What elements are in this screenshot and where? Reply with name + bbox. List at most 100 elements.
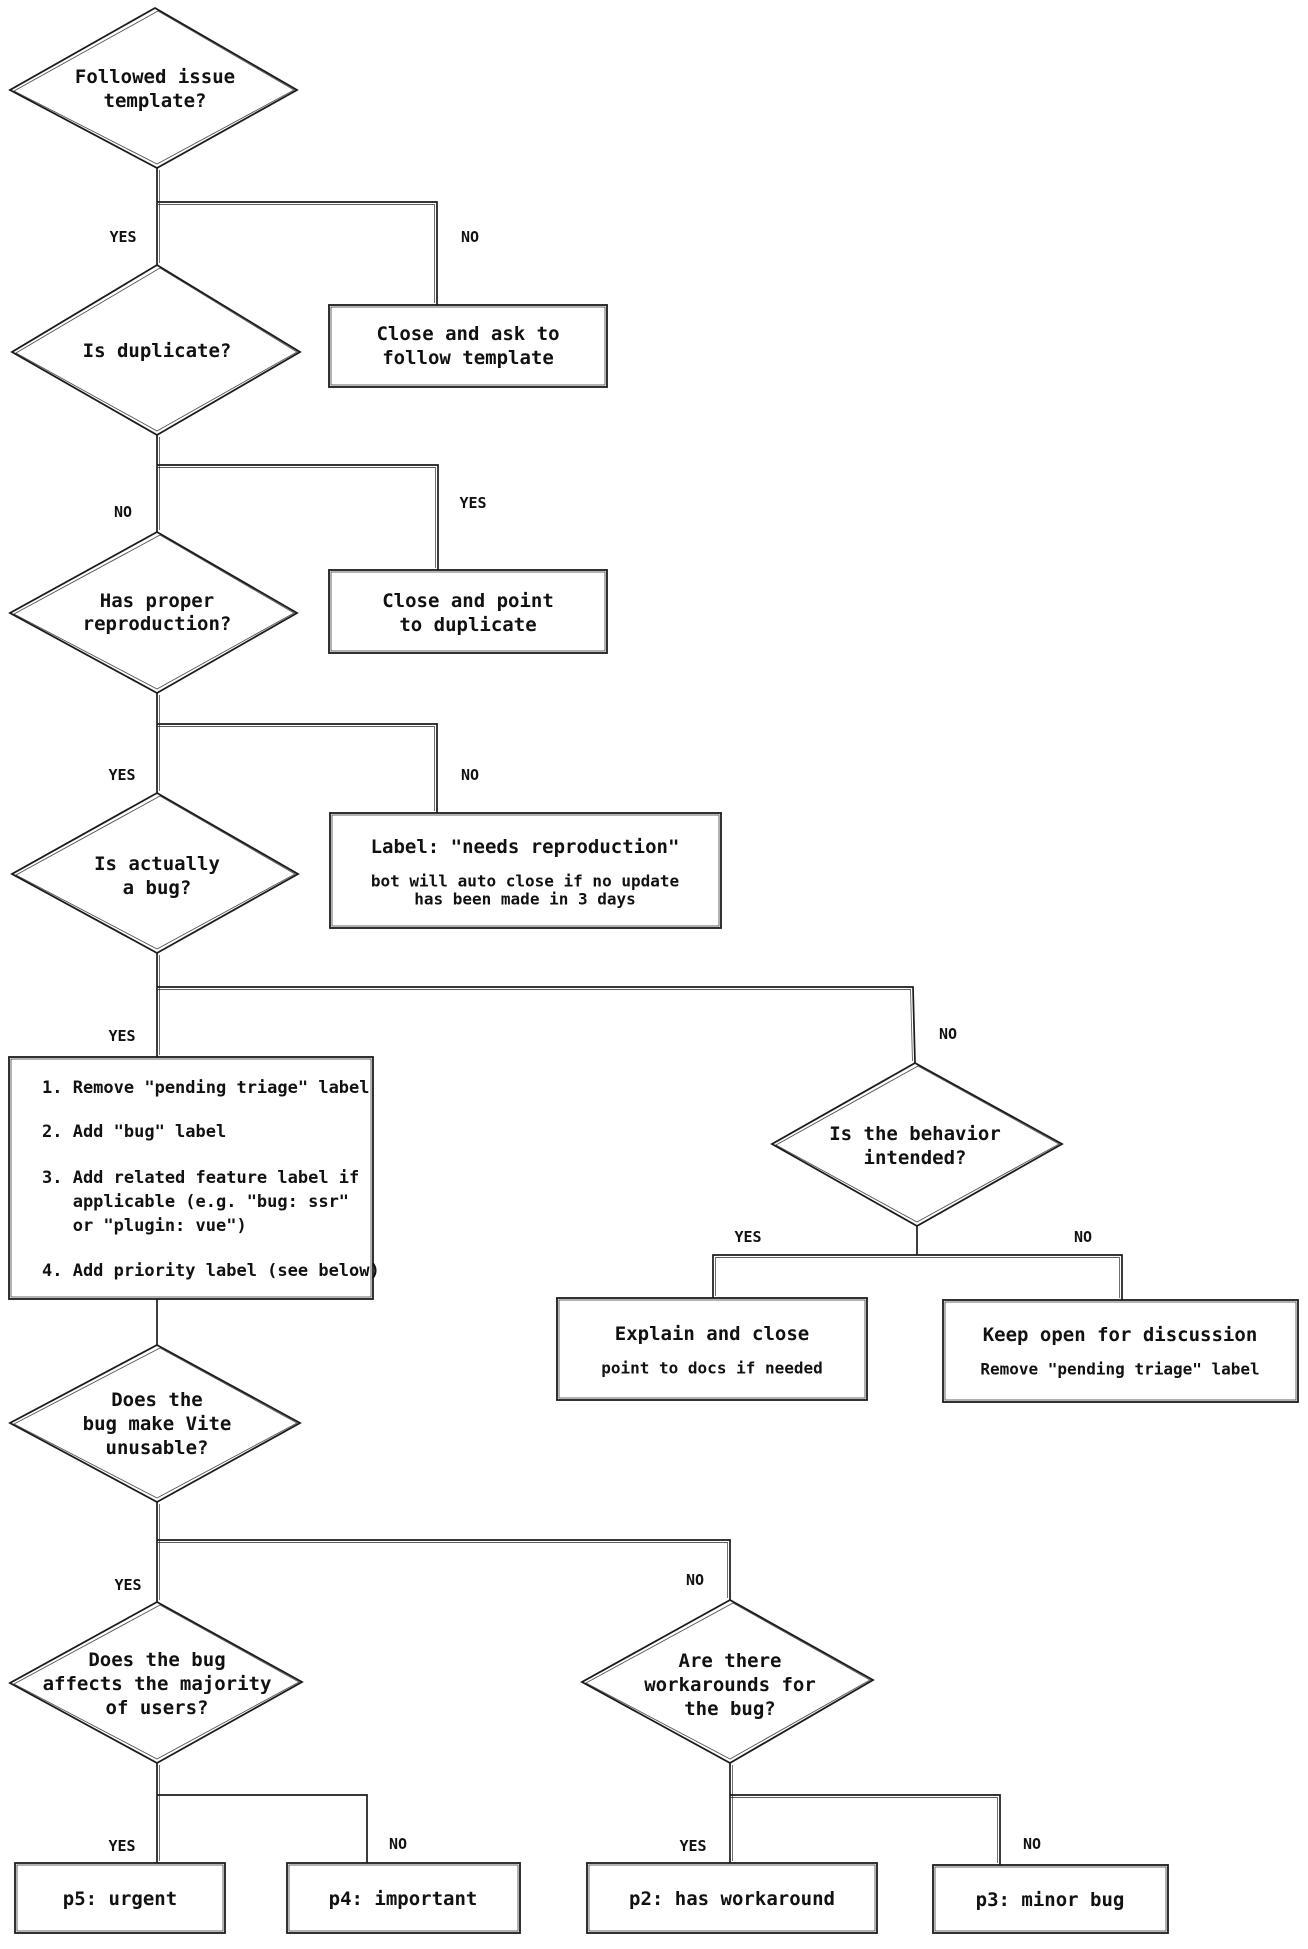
- diamond-shape: [8, 1343, 302, 1504]
- process-text: to duplicate: [399, 614, 536, 636]
- box-sketch-outline: [944, 1301, 1297, 1401]
- process-keep-open-discussion: Keep open for discussion Remove "pending…: [942, 1299, 1299, 1403]
- decision-text: workarounds for: [644, 1674, 816, 1696]
- decision-is-actually-bug: Is actually a bug?: [10, 791, 300, 955]
- connector-line: [158, 204, 435, 303]
- connector-line: [157, 1794, 368, 1863]
- process-subtext: point to docs if needed: [601, 1359, 823, 1378]
- decision-text: a bug?: [123, 877, 192, 899]
- process-subtext: bot will auto close if no update: [371, 872, 679, 891]
- priority-label: p3: minor bug: [976, 1889, 1125, 1911]
- process-title: Keep open for discussion: [983, 1324, 1258, 1346]
- edge-labels: YES NO NO YES YES NO YES NO YES NO YES N…: [108, 228, 1092, 1855]
- decision-behavior-intended: Is the behavior intended?: [770, 1061, 1064, 1228]
- priority-label: p4: important: [329, 1888, 478, 1910]
- box-shape: [286, 1862, 521, 1934]
- box-shape: [942, 1299, 1299, 1403]
- decision-text: Has proper: [100, 590, 214, 612]
- decision-is-duplicate: Is duplicate?: [10, 263, 302, 437]
- decision-text: bug make Vite: [83, 1413, 232, 1435]
- edge-label-no: NO: [1023, 1835, 1041, 1853]
- process-text: Close and point: [382, 590, 554, 612]
- diamond-sketch-outline: [15, 267, 298, 432]
- decision-text: template?: [104, 90, 207, 112]
- diamond-sketch-outline: [13, 1347, 298, 1499]
- box-sketch-outline: [331, 814, 720, 927]
- process-title: Explain and close: [615, 1323, 809, 1345]
- step-item-continuation: applicable (e.g. "bug: ssr": [42, 1192, 349, 1212]
- box-shape: [556, 1297, 868, 1401]
- step-item: 4. Add priority label (see below): [42, 1261, 380, 1281]
- box-shape: [586, 1862, 878, 1934]
- decision-text: Is duplicate?: [83, 340, 232, 362]
- box-sketch-outline: [10, 1058, 372, 1298]
- edge-label-yes: YES: [108, 1027, 135, 1045]
- edge-label-yes: YES: [108, 1837, 135, 1855]
- box-sketch-outline: [588, 1864, 876, 1932]
- process-subtext: Remove "pending triage" label: [980, 1360, 1259, 1379]
- edge-label-yes: YES: [114, 1576, 141, 1594]
- edge-label-yes: YES: [679, 1837, 706, 1855]
- box-sketch-outline: [934, 1866, 1167, 1932]
- box-shape: [328, 304, 608, 388]
- decision-text: reproduction?: [83, 613, 232, 635]
- diamond-sketch-outline: [585, 1602, 871, 1760]
- process-explain-and-close: Explain and close point to docs if neede…: [556, 1297, 868, 1401]
- edge-label-no: NO: [461, 228, 479, 246]
- step-item: 3. Add related feature label if: [42, 1168, 359, 1188]
- decision-text: Are there: [679, 1650, 782, 1672]
- edge-label-yes: YES: [109, 228, 136, 246]
- connector-line: [158, 467, 436, 568]
- edge-label-yes: YES: [459, 494, 486, 512]
- edge-label-yes: YES: [734, 1228, 761, 1246]
- process-title: Label: "needs reproduction": [371, 836, 680, 858]
- priority-label: p5: urgent: [63, 1888, 177, 1910]
- decision-vite-unusable: Does the bug make Vite unusable?: [8, 1343, 302, 1504]
- process-label-needs-reproduction: Label: "needs reproduction" bot will aut…: [329, 812, 722, 929]
- decision-text: of users?: [106, 1697, 209, 1719]
- box-sketch-outline: [330, 306, 606, 386]
- edge-label-no: NO: [686, 1571, 704, 1589]
- priority-label: p2: has workaround: [629, 1888, 835, 1910]
- decision-has-reproduction: Has proper reproduction?: [8, 530, 299, 695]
- box-shape: [8, 1056, 374, 1300]
- process-triage-steps: 1. Remove "pending triage" label 2. Add …: [8, 1056, 380, 1300]
- priority-p4-important: p4: important: [286, 1862, 521, 1934]
- box-shape: [14, 1862, 226, 1934]
- connector-line: [158, 726, 435, 811]
- step-item: 1. Remove "pending triage" label: [42, 1078, 370, 1098]
- diamond-shape: [8, 6, 299, 170]
- connector-line: [157, 1539, 731, 1600]
- edge-label-no: NO: [1074, 1228, 1092, 1246]
- connector-line: [157, 723, 438, 813]
- connector-line: [715, 1257, 1120, 1298]
- decision-text: the bug?: [684, 1698, 776, 1720]
- edge-label-no: NO: [939, 1025, 957, 1043]
- decision-text: Followed issue: [75, 66, 235, 88]
- process-subtext: has been made in 3 days: [414, 890, 636, 909]
- decision-text: Is the behavior: [829, 1123, 1001, 1145]
- box-shape: [328, 569, 608, 654]
- decision-text: Does the bug: [88, 1649, 225, 1671]
- process-text: follow template: [382, 347, 554, 369]
- decision-has-workarounds: Are there workarounds for the bug?: [580, 1598, 875, 1765]
- connector-line: [730, 1794, 1001, 1865]
- diamond-shape: [10, 263, 302, 437]
- diamond-shape: [8, 1600, 304, 1765]
- connector-line: [157, 464, 439, 570]
- box-sketch-outline: [558, 1299, 866, 1399]
- step-item-continuation: or "plugin: vue"): [42, 1216, 247, 1236]
- process-close-ask-template: Close and ask to follow template: [328, 304, 608, 388]
- decision-affects-majority: Does the bug affects the majority of use…: [8, 1600, 304, 1765]
- box-sketch-outline: [330, 571, 606, 652]
- box-shape: [932, 1864, 1169, 1934]
- edge-label-no: NO: [461, 766, 479, 784]
- edge-label-yes: YES: [108, 766, 135, 784]
- priority-p2-has-workaround: p2: has workaround: [586, 1862, 878, 1934]
- decision-text: intended?: [864, 1147, 967, 1169]
- diamond-shape: [10, 791, 300, 955]
- diamond-sketch-outline: [13, 10, 295, 165]
- process-text: Close and ask to: [376, 323, 559, 345]
